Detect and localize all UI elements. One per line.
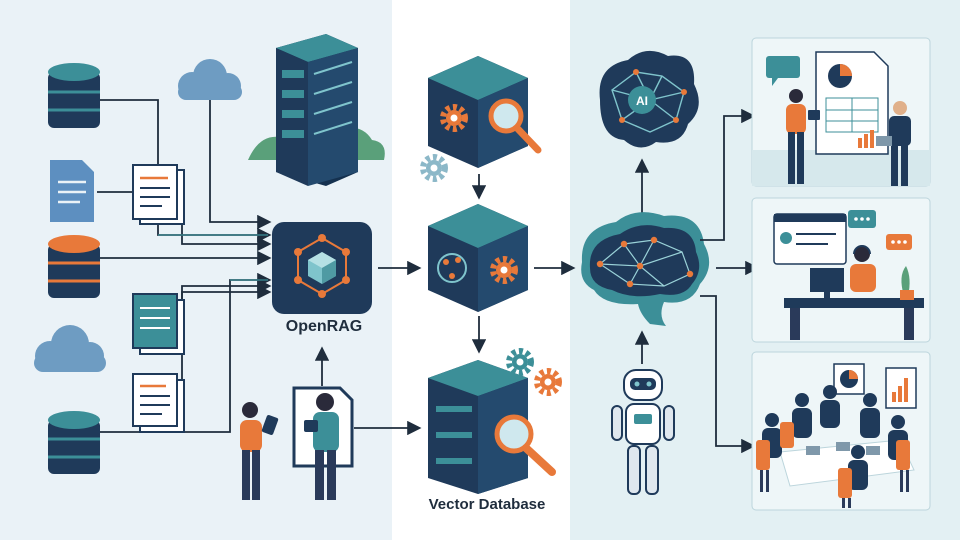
brain-icon xyxy=(599,50,699,148)
person-icon xyxy=(304,393,339,500)
vector-database-label: Vector Database xyxy=(428,496,546,513)
cloud-icon xyxy=(34,325,106,372)
document-icon xyxy=(50,160,94,222)
openrag-label: OpenRAG xyxy=(285,318,363,335)
document-icon xyxy=(132,293,185,355)
robot-icon xyxy=(611,330,675,495)
server-icon xyxy=(248,34,385,186)
ai-brain-label: AI xyxy=(636,94,648,108)
database-icon xyxy=(48,235,100,298)
meeting-scene xyxy=(751,351,931,511)
document-icon xyxy=(132,373,185,433)
database-icon xyxy=(48,411,100,474)
openrag-node xyxy=(272,222,372,314)
magnifier-icon xyxy=(494,414,556,476)
cloud-icon xyxy=(178,59,242,100)
database-icon xyxy=(48,63,100,128)
brain-icon xyxy=(581,212,710,326)
person-icon xyxy=(240,402,279,500)
document-icon xyxy=(132,164,185,225)
embedding-cube xyxy=(428,204,528,312)
presentation-scene xyxy=(751,37,931,187)
support-agent-scene xyxy=(751,197,931,343)
magnifier-icon xyxy=(488,98,542,154)
